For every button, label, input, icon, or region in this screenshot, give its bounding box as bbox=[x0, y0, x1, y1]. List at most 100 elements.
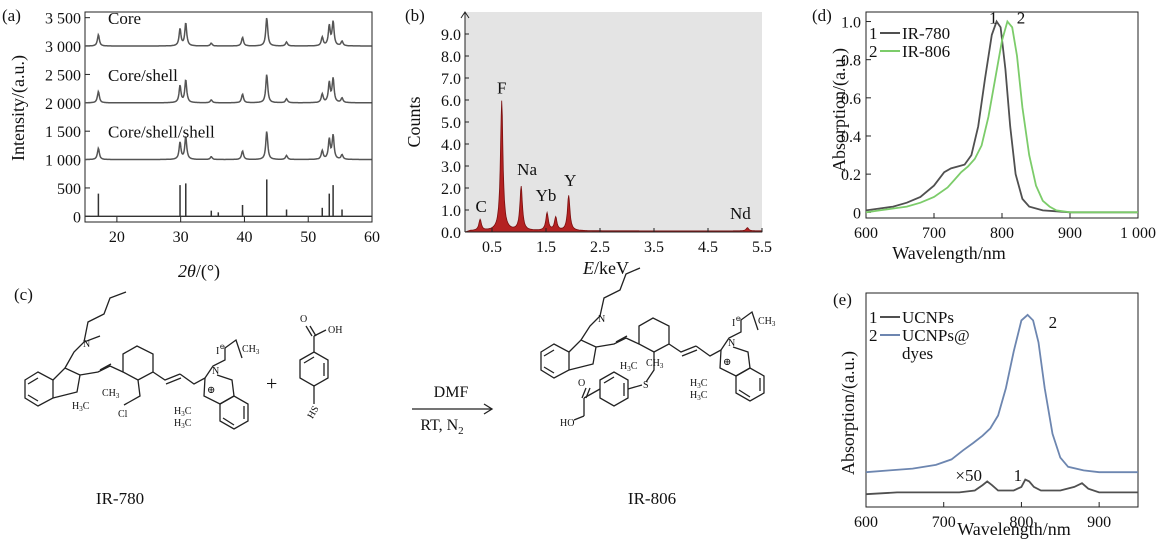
panel-e-xtick-label: 800 bbox=[1009, 514, 1033, 531]
panel-b-yaxis-arrow bbox=[460, 11, 470, 19]
panel-a-curve-1 bbox=[85, 17, 372, 47]
panel-b-ytick-label: 7.0 bbox=[441, 71, 461, 88]
panel-d: (d) Absorption/(a.u.) 00.20.40.60.81.060… bbox=[812, 6, 1156, 263]
ir-806-structure bbox=[540, 267, 765, 421]
panel-d-xlabel: Wavelength/nm bbox=[892, 243, 1006, 263]
ir806-s: S bbox=[643, 380, 649, 391]
mercaptobenzoic-acid-structure bbox=[299, 325, 329, 404]
panel-d-xtick-label: 600 bbox=[854, 225, 878, 242]
panel-d-ylabel: Absorption/(a.u.) bbox=[829, 48, 850, 172]
panel-a-letter: (a) bbox=[2, 6, 21, 25]
panel-e-ylabel: Absorption/(a.u.) bbox=[838, 351, 859, 475]
panel-d-xtick-label: 800 bbox=[990, 225, 1014, 242]
panel-b-peak-label: F bbox=[497, 78, 506, 97]
panel-a-frame bbox=[84, 11, 373, 223]
panel-a-curve-2 bbox=[85, 74, 372, 104]
panel-e-legend-label: UCNPs bbox=[902, 308, 954, 327]
panel-b-ylabel: Counts bbox=[404, 96, 424, 147]
panel-a-ytick-label: 0 bbox=[73, 209, 81, 226]
ir806-n-right: N bbox=[728, 338, 735, 349]
panel-b-letter: (b) bbox=[405, 6, 425, 25]
ir806-ch3-2: CH3 bbox=[758, 316, 776, 328]
reagent-conditions: RT, N2 bbox=[420, 417, 463, 437]
ir780-h3c-1: H3C bbox=[72, 401, 90, 413]
panel-e-curve-number-2: 2 bbox=[1049, 313, 1058, 332]
panel-b-ytick-label: 9.0 bbox=[441, 27, 461, 44]
panel-e-legend-label: UCNPs@ bbox=[902, 326, 970, 345]
panel-a-ytick-label: 1 500 bbox=[45, 124, 81, 141]
ir780-ch3-1: CH3 bbox=[102, 388, 120, 400]
panel-a-xtick-label: 40 bbox=[236, 229, 252, 246]
panel-d-series-1 bbox=[865, 19, 1138, 214]
panel-b-ytick-label: 4.0 bbox=[441, 137, 461, 154]
ir806-ho: HO bbox=[560, 418, 574, 429]
panel-b-xtick-label: 1.5 bbox=[536, 239, 556, 256]
panel-b-xtick-label: 5.5 bbox=[752, 239, 772, 256]
ir780-iodide: I⊖ bbox=[216, 343, 225, 357]
panel-b-xtick-label: 3.5 bbox=[644, 239, 664, 256]
panel-a-ytick-label: 3 500 bbox=[45, 11, 81, 28]
ir780-cl: Cl bbox=[118, 409, 128, 420]
reaction-arrowhead bbox=[483, 403, 494, 415]
ir780-n-left: N bbox=[83, 339, 90, 350]
panel-b-ytick-label: 5.0 bbox=[441, 115, 461, 132]
panel-b-xtick-label: 2.5 bbox=[590, 239, 610, 256]
panel-d-legend-number: 2 bbox=[869, 42, 878, 61]
benzene-ring-left bbox=[24, 371, 54, 407]
panel-e-legend-number: 1 bbox=[869, 308, 878, 327]
panel-b-xlabel: E/keV bbox=[582, 258, 629, 278]
panel-d-ytick-label: 0.6 bbox=[841, 91, 861, 108]
panel-b-xlabel-symbol: E bbox=[582, 258, 594, 278]
panel-b-peak-label: Na bbox=[517, 160, 537, 179]
ir806-o: O bbox=[578, 378, 585, 389]
panel-b-peak-label: Yb bbox=[536, 186, 557, 205]
panel-a-ytick-label: 500 bbox=[57, 181, 81, 198]
panel-b-ytick-label: 6.0 bbox=[441, 93, 461, 110]
panel-a-xtick-label: 60 bbox=[364, 229, 380, 246]
panel-b-peak-label: Y bbox=[564, 171, 576, 190]
panel-e-series-1 bbox=[865, 478, 1138, 496]
panel-a-xtick-label: 20 bbox=[109, 229, 125, 246]
panel-a-xtick-label: 50 bbox=[300, 229, 316, 246]
panel-a-xlabel-unit: /(°) bbox=[196, 261, 220, 282]
ir806-plus: ⊕ bbox=[723, 357, 731, 368]
panel-d-ytick-label: 1.0 bbox=[841, 15, 861, 32]
panel-b-ytick-label: 8.0 bbox=[441, 49, 461, 66]
ir-780-structure bbox=[24, 335, 249, 430]
ir780-h3c-3: H3C bbox=[174, 418, 192, 430]
ir780-h3c-2: H3C bbox=[174, 406, 192, 418]
ir-806-label: IR-806 bbox=[628, 489, 676, 508]
panel-e-frame bbox=[865, 292, 1139, 508]
ir806-iodide: I⊖ bbox=[732, 315, 741, 329]
benzene-ring-right bbox=[219, 395, 249, 430]
panel-e-annotation-x50: ×50 bbox=[955, 466, 982, 485]
ir806-h3c-3: H3C bbox=[690, 390, 708, 402]
panel-d-ytick-label: 0.2 bbox=[841, 167, 861, 184]
reagent-dmf: DMF bbox=[434, 384, 469, 401]
panel-b: (b) Counts 0.01.02.03.04.05.06.07.08.09.… bbox=[404, 6, 772, 278]
panel-a-xlabel-symbol: 2θ bbox=[178, 261, 196, 281]
panel-b-xtick-label: 0.5 bbox=[482, 239, 502, 256]
ir806-h3c-2: H3C bbox=[690, 378, 708, 390]
panel-b-spectrum bbox=[464, 100, 763, 233]
plus-sign: + bbox=[266, 373, 277, 395]
panel-a-xlabel: 2θ/(°) bbox=[178, 261, 220, 282]
panel-d-legend-number: 1 bbox=[869, 24, 878, 43]
panel-d-ytick-label: 0.4 bbox=[841, 129, 861, 146]
panel-e-letter: (e) bbox=[833, 290, 852, 309]
acid-hs: HS bbox=[306, 404, 322, 421]
panel-e-legend-number: 2 bbox=[869, 326, 878, 345]
ir780-n-right: N bbox=[212, 366, 219, 377]
panel-b-ytick-label: 1.0 bbox=[441, 203, 461, 220]
panel-a-curve-label-2: Core/shell bbox=[108, 66, 178, 85]
ir806-n-left: N bbox=[598, 314, 605, 325]
panel-a-curve-3 bbox=[85, 131, 372, 161]
acid-oh: OH bbox=[328, 325, 342, 336]
ir780-plus: ⊕ bbox=[207, 385, 215, 396]
